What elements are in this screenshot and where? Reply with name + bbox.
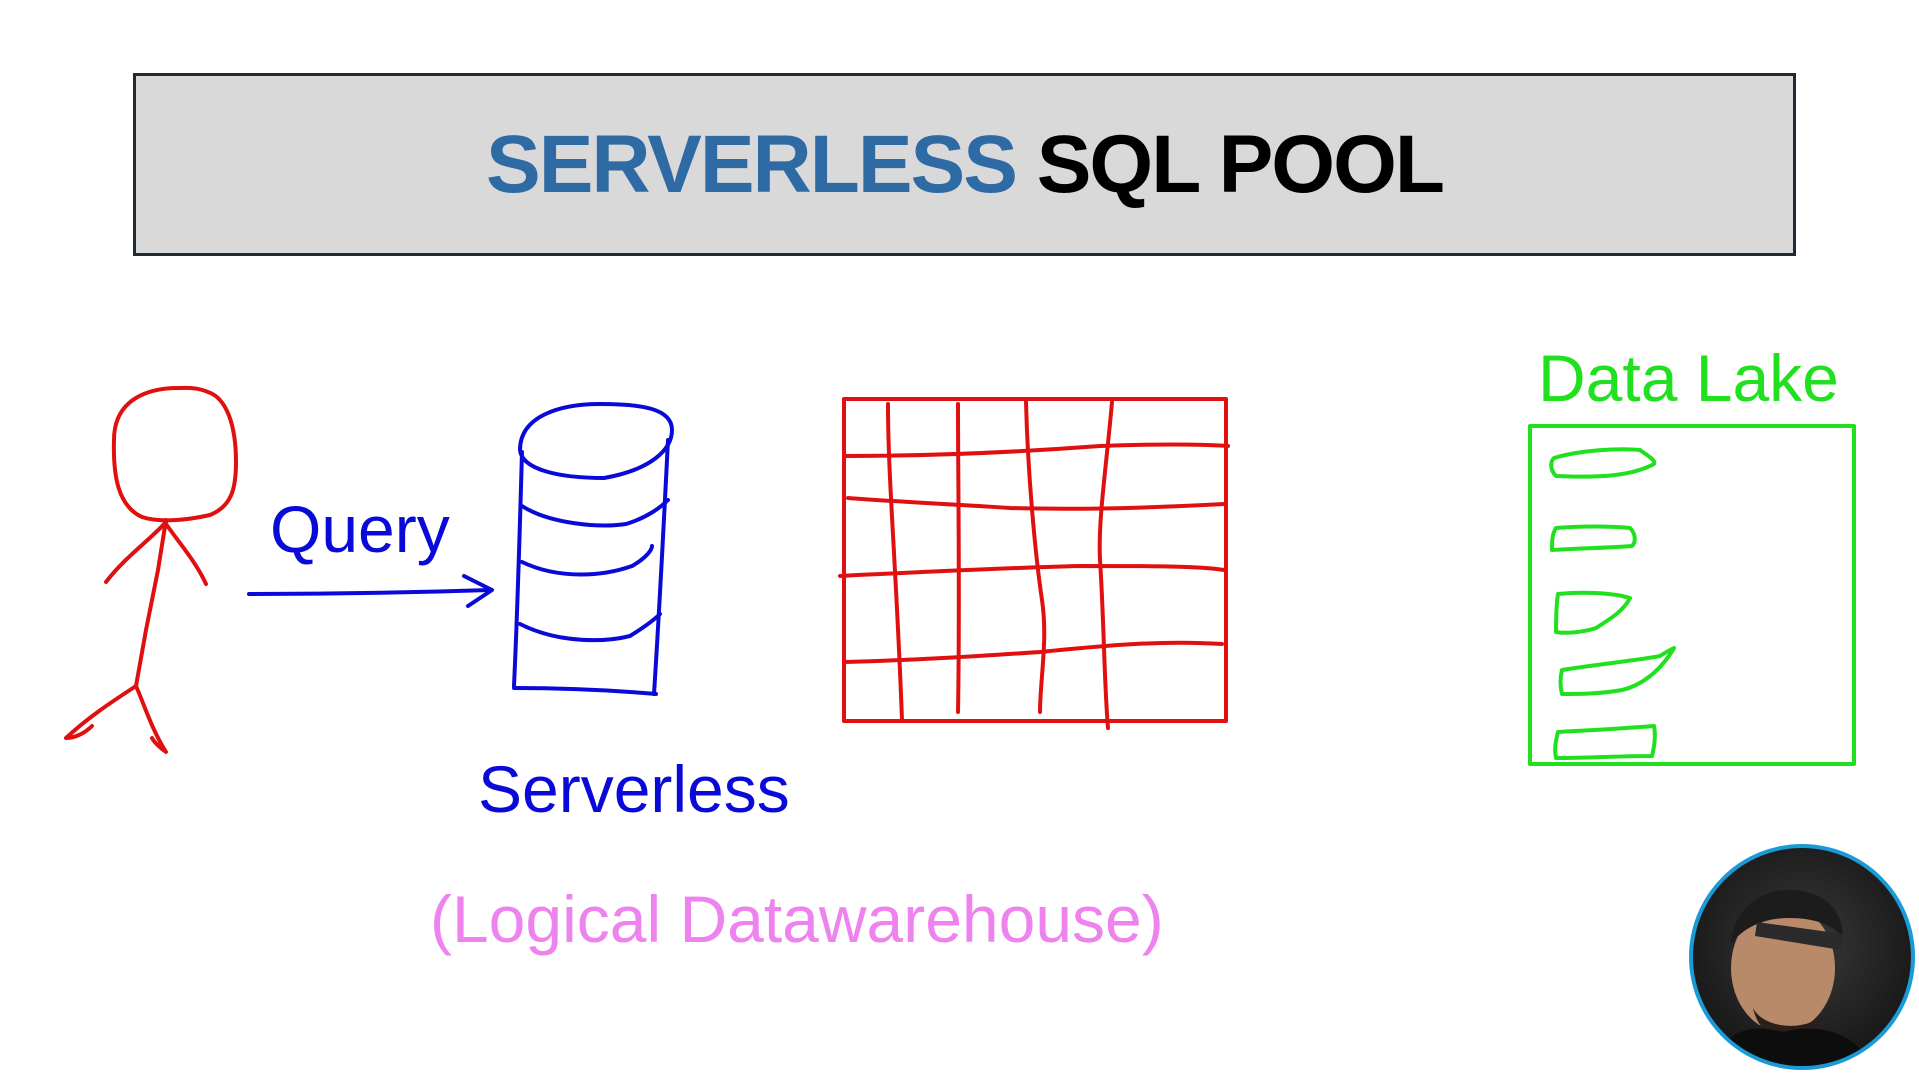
database-ring-1 [520, 498, 670, 528]
title-banner: SERVERLESS SQL POOL [133, 73, 1796, 256]
arrow-right-icon [247, 574, 494, 608]
stick-figure-body [134, 518, 168, 688]
grid-col-1 [886, 402, 904, 722]
stick-figure [64, 385, 238, 754]
file-icon [1554, 590, 1632, 635]
database-icon [512, 402, 674, 696]
stick-figure-right-arm [164, 522, 208, 586]
file-icon [1558, 646, 1676, 696]
grid-row-1 [842, 442, 1230, 458]
logical-datawarehouse-label: (Logical Datawarehouse) [430, 882, 1164, 956]
stick-figure-left-leg [64, 684, 138, 740]
data-lake-box [1528, 424, 1856, 766]
webcam-avatar [1689, 844, 1915, 1070]
grid-row-3 [838, 564, 1226, 578]
database-ring-3 [518, 612, 662, 643]
database-bottom [512, 686, 658, 696]
title-accent: SERVERLESS [486, 118, 1018, 210]
stick-figure-right-leg [134, 684, 168, 754]
table-grid [838, 397, 1230, 730]
file-icon [1549, 447, 1657, 479]
grid-row-4 [842, 640, 1224, 664]
query-label: Query [270, 492, 450, 566]
database-top [518, 402, 674, 480]
grid-col-3 [1024, 400, 1047, 714]
database-right-side [652, 438, 670, 696]
title-main: SQL POOL [1036, 118, 1445, 210]
presenter-icon [1713, 889, 1873, 1066]
file-icon [1553, 724, 1657, 760]
database-ring-2 [520, 544, 654, 577]
stick-figure-head [111, 385, 238, 523]
file-icon [1550, 524, 1637, 552]
database-left-side [512, 450, 524, 688]
serverless-label: Serverless [478, 752, 790, 826]
page-title: SERVERLESS SQL POOL [486, 123, 1445, 206]
stick-figure-left-arm [104, 520, 168, 584]
data-lake-border [1528, 424, 1856, 766]
table-grid-border [842, 397, 1228, 723]
grid-col-4 [1097, 400, 1114, 730]
grid-col-2 [956, 402, 961, 714]
data-lake-label: Data Lake [1538, 341, 1839, 415]
grid-row-2 [846, 496, 1226, 511]
